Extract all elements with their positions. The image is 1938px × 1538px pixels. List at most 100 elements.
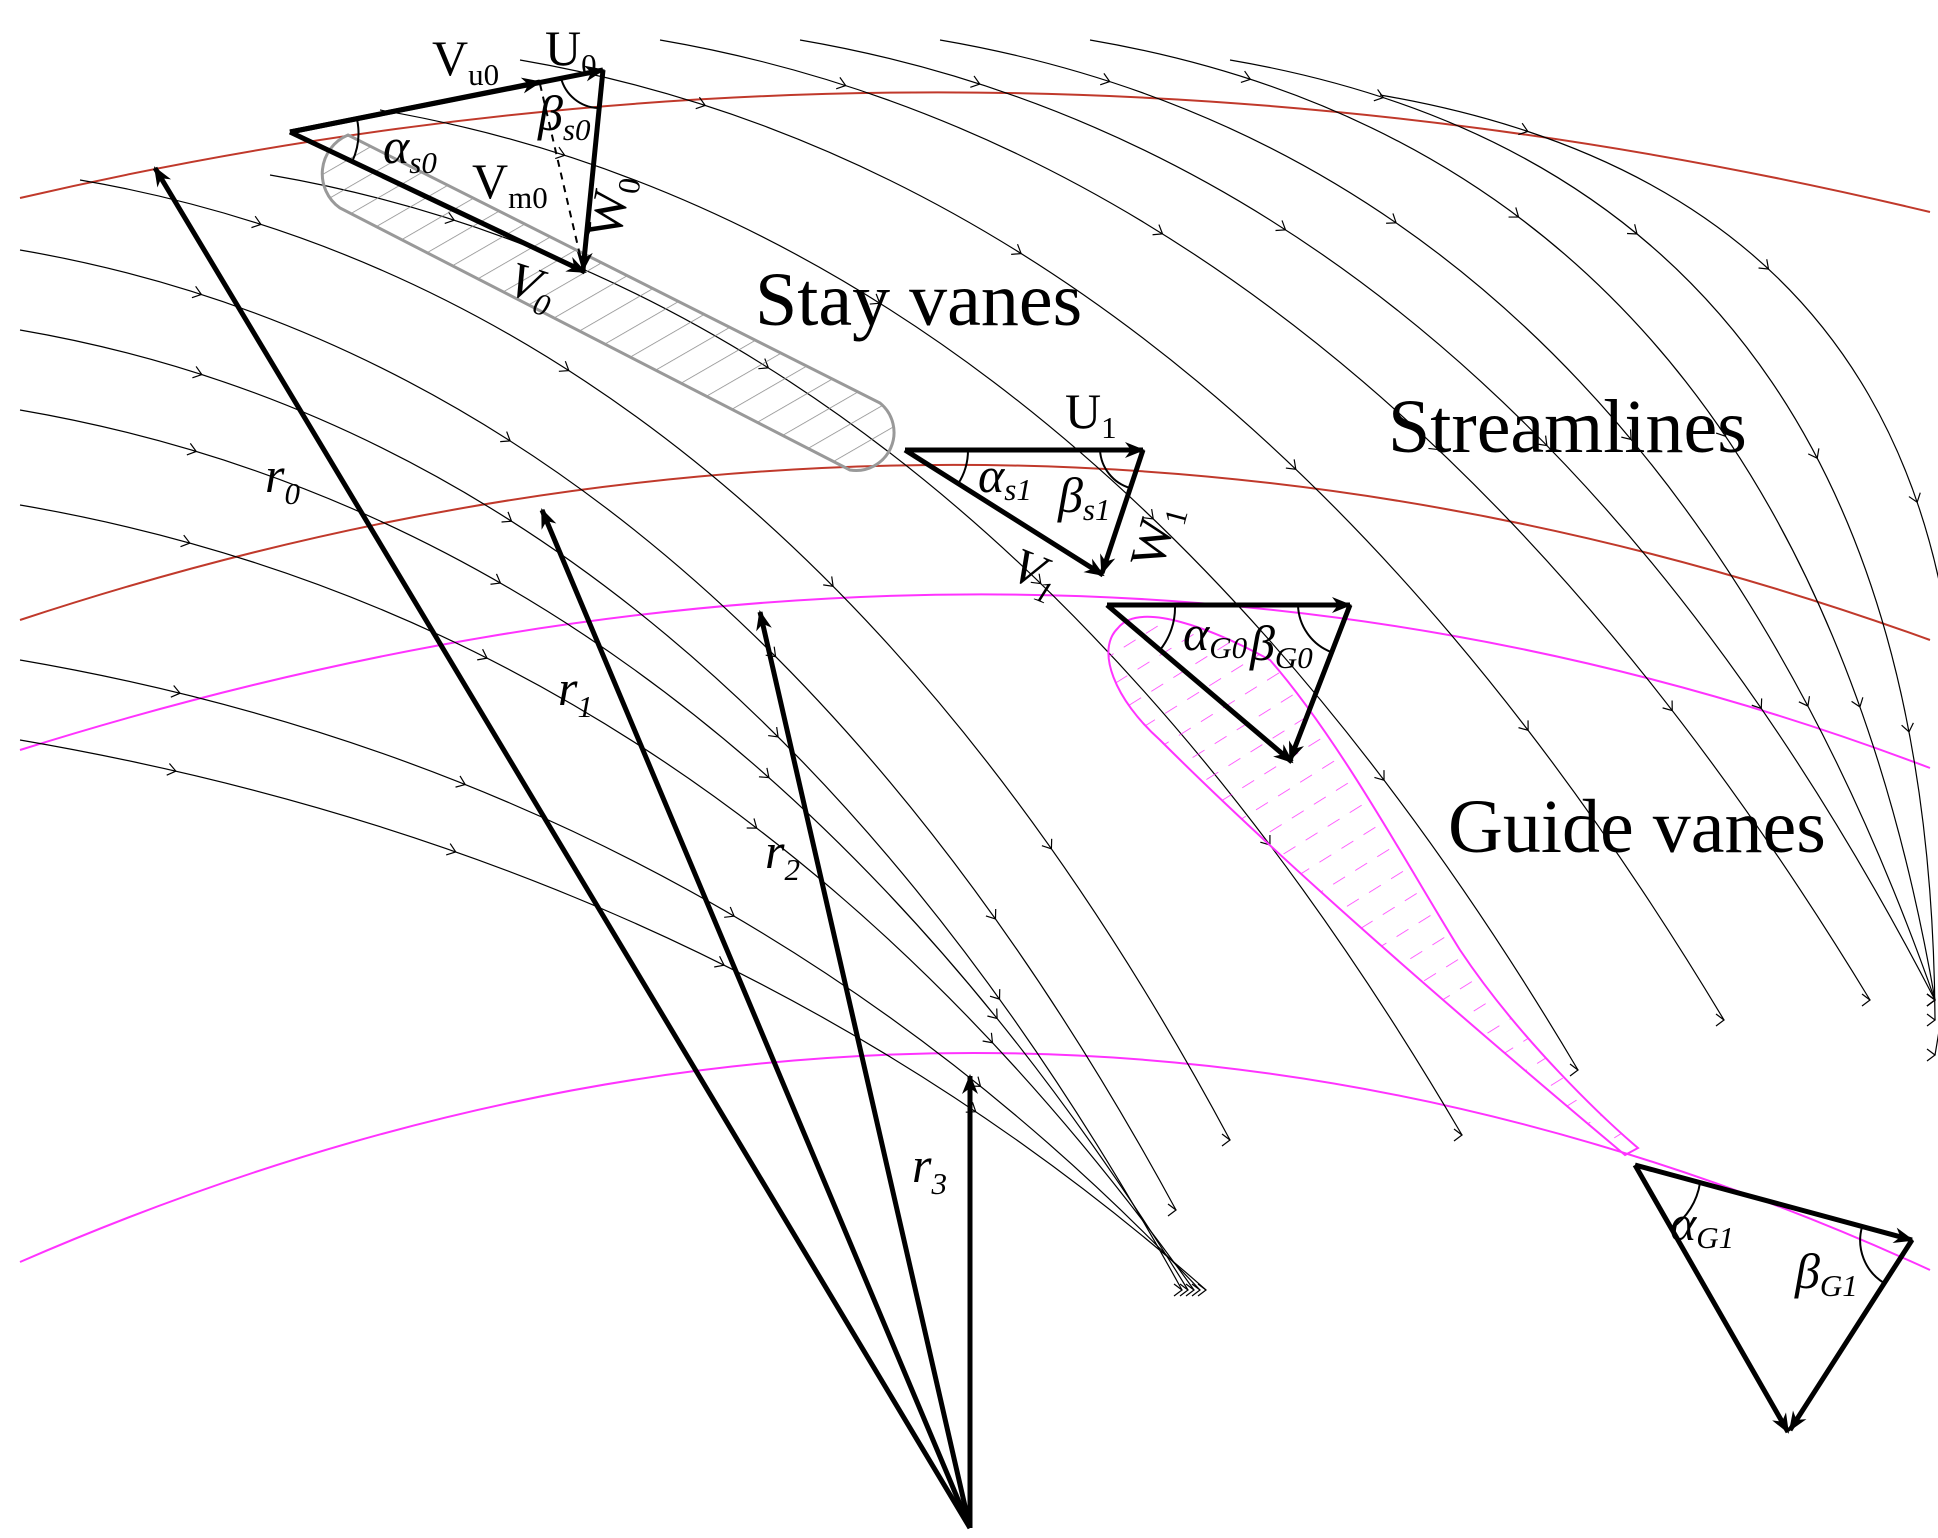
guide-vanes-label: Guide vanes [1448,785,1826,869]
streamline-arrow [558,361,570,372]
streamline-arrow [1143,508,1154,520]
r3-label: r3 [912,1137,947,1201]
stay-vane [320,133,896,472]
streamline-arrow [987,1008,998,1020]
guide-outlet-u-vector [1634,1162,1914,1244]
streamline-arrow [1173,1283,1183,1297]
streamline [19,409,1189,1291]
streamlines-label: Streamlines [1388,385,1747,469]
u0-label: U0 [545,20,597,82]
guide-vane-outer-ring [19,593,1931,769]
streamline-arrow [970,75,981,88]
streamline-arrow [1030,573,1042,585]
beta-s0-label: βs0 [537,85,591,147]
streamline-arrow [1715,1013,1725,1027]
guide-outlet-v-vector [1632,1163,1791,1434]
streamline [1229,59,1936,1021]
alpha-s1-arc [957,449,970,485]
alpha-s0-arc [351,118,360,163]
stay-vane-outer-ring [19,91,1931,213]
beta-g1-label: βG1 [1794,1243,1858,1303]
streamline-arrow [823,576,834,588]
streamline-arrow [170,685,181,698]
alpha-s1-label: αs1 [978,447,1032,507]
r1-vector [539,508,973,1529]
alpha-g1-label: αG1 [1670,1195,1734,1255]
streamline-arrow [1518,720,1529,732]
streamline-arrow [1901,722,1914,733]
streamline [19,329,1183,1291]
streamline-arrow [1240,70,1252,84]
w1-label: W1 [1119,498,1195,575]
streamline-arrow [1508,207,1520,218]
streamline-arrow [1626,224,1638,235]
streamline [19,504,1195,1291]
streamline-arrow [1518,122,1529,136]
beta-g1-arc [1859,1226,1885,1284]
streamline-arrow [1386,213,1397,224]
streamline-arrow [1275,220,1287,232]
velocity-triangle-guide-outlet [1632,1162,1915,1434]
streamline-arrow [446,843,457,856]
streamline [79,179,1231,1141]
beta-s1-label: βs1 [1057,467,1110,527]
alpha-s0-label: αs0 [383,118,437,180]
streamline-arrow [1373,89,1385,102]
w0-vector [576,69,606,272]
streamlines-group [19,39,1938,1297]
streamline-arrow [186,443,198,456]
streamline-arrow [758,767,770,779]
vm0-dashed-line [539,83,584,269]
v0-vector [288,129,587,275]
streamline-arrow [989,989,1001,1000]
streamline-arrow [191,285,203,299]
streamline-arrow [455,775,467,788]
stay-vanes-label: Stay vanes [755,258,1082,342]
velocity-triangle-stay-inlet [288,65,606,275]
u0-vector [289,65,605,135]
streamline-arrow [1715,426,1727,438]
streamline-arrow [869,293,881,305]
r2-vector [756,610,973,1529]
r2-label: r2 [765,823,800,887]
streamline-arrow [1569,1063,1579,1077]
streamline-arrow [1152,224,1164,236]
guide-vane [1107,615,1640,1157]
streamline-arrow [1179,1283,1189,1297]
streamline-arrow [1374,770,1385,781]
streamline-arrow [1167,1203,1177,1217]
w1-vector [1099,449,1146,575]
streamline-arrow [1011,244,1022,255]
streamline [799,39,1936,1001]
streamline-arrow [1536,435,1548,447]
velocity-triangle-stay-outlet [903,442,1146,578]
streamline-arrow [768,726,779,738]
alpha-g1-arc [1671,1182,1701,1229]
streamline-arrow [1041,838,1053,850]
streamline [19,249,1177,1211]
streamline-arrow [1926,1048,1936,1062]
guide-outlet-w-vector [1787,1238,1915,1432]
streamline-arrow [180,534,191,548]
streamline-arrow [251,215,262,229]
w0-label: W0 [576,170,648,243]
alpha-g0-arc [1159,604,1177,651]
u1-label: U1 [1065,383,1117,445]
streamline-arrow [1758,259,1770,270]
r0-label: r0 [265,447,300,511]
v1-vector [903,447,1105,578]
streamline [659,39,1871,1001]
streamline-arrow [1851,697,1864,708]
streamline-arrow [192,366,203,379]
streamline [19,739,1207,1291]
streamline-arrow [714,955,725,968]
streamline-arrow [1621,429,1632,441]
streamline-arrow [724,906,735,918]
radius-vectors [152,166,978,1530]
r1-label: r1 [558,660,593,724]
streamline-arrow [1191,1283,1201,1297]
streamline-arrow [982,1032,994,1044]
streamline [19,659,1201,1291]
streamline-arrow [1926,1013,1936,1027]
